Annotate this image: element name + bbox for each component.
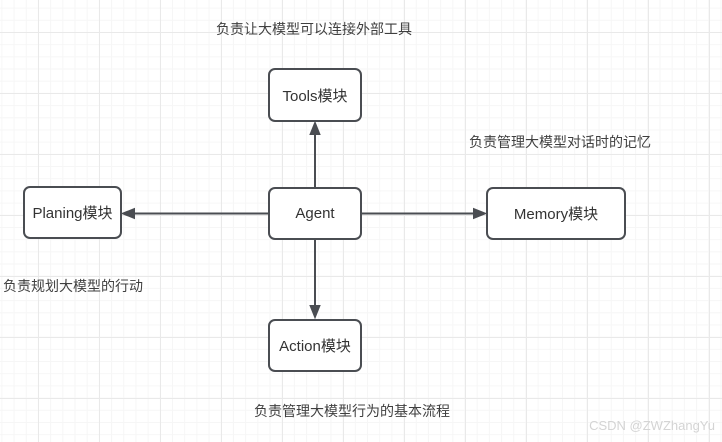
annotation-tools: 负责让大模型可以连接外部工具 (216, 21, 412, 37)
node-label: Agent (295, 205, 335, 222)
arrow-agent-to-action (309, 240, 321, 320)
annotation-planing: 负责规划大模型的行动 (3, 278, 143, 294)
annotation-action: 负责管理大模型行为的基本流程 (254, 403, 450, 419)
node-label: Memory模块 (513, 206, 599, 223)
node-label: Planing模块 (32, 205, 113, 222)
arrow-agent-to-memory (362, 207, 488, 220)
arrow-agent-to-tools (309, 120, 321, 187)
watermark: CSDN @ZWZhangYu (589, 418, 715, 433)
node-agent: Agent (268, 187, 362, 240)
node-memory: Memory模块 (486, 187, 626, 240)
annotation-memory: 负责管理大模型对话时的记忆 (469, 134, 651, 150)
node-label: Tools模块 (282, 87, 348, 105)
arrow-agent-to-planing (120, 207, 268, 220)
node-planing: Planing模块 (23, 186, 122, 239)
node-action: Action模块 (268, 319, 362, 372)
node-label: Action模块 (279, 338, 351, 355)
node-tools: Tools模块 (268, 68, 362, 122)
